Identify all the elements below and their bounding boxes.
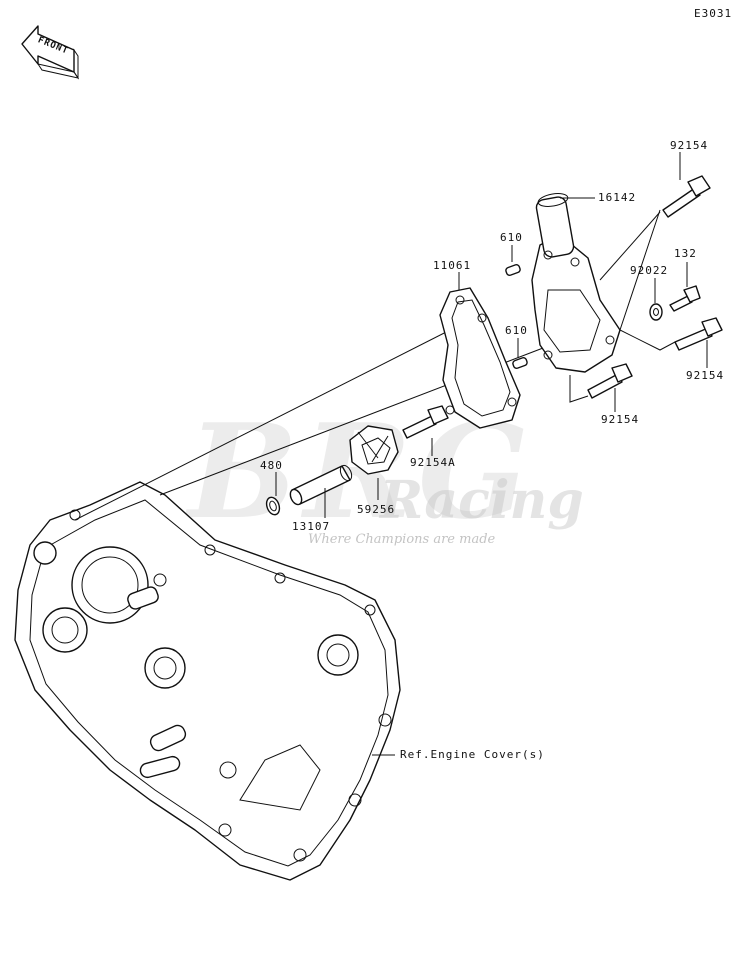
- part-label: 16142: [598, 191, 637, 204]
- watermark-tagline: Where Champions are made: [308, 532, 496, 547]
- dowel-pin-icon: [505, 263, 521, 277]
- bolt-132-icon: [669, 285, 701, 312]
- bolt-icon: [402, 405, 449, 439]
- engine-case: [14, 481, 401, 881]
- impeller-icon: [349, 425, 399, 475]
- bolt-icon: [662, 175, 711, 218]
- part-label: 11061: [433, 259, 472, 272]
- washer-icon: [649, 303, 663, 321]
- part-label: 59256: [357, 503, 396, 516]
- part-label: 92022: [630, 264, 669, 277]
- part-label: 610: [500, 231, 523, 244]
- pump-cover-16142: [531, 193, 621, 373]
- dowel-pin-icon: [512, 356, 528, 370]
- shaft-icon: [289, 464, 353, 506]
- part-label: 92154: [686, 369, 725, 382]
- part-label: 132: [674, 247, 697, 260]
- part-label: 480: [260, 459, 283, 472]
- circlip-icon: [265, 496, 281, 516]
- bolt-icon: [674, 317, 723, 351]
- part-label: 92154: [601, 413, 640, 426]
- front-arrow-icon: [21, 25, 80, 80]
- bolt-icon: [587, 363, 633, 399]
- reference-label: Ref.Engine Cover(s): [400, 748, 545, 761]
- part-label: 13107: [292, 520, 331, 533]
- part-label: 92154: [670, 139, 709, 152]
- gasket-11061: [439, 287, 521, 429]
- part-label: 92154A: [410, 456, 456, 469]
- part-label: 610: [505, 324, 528, 337]
- diagram-code: E3031: [694, 7, 733, 20]
- watermark-sub: Racing: [380, 470, 584, 531]
